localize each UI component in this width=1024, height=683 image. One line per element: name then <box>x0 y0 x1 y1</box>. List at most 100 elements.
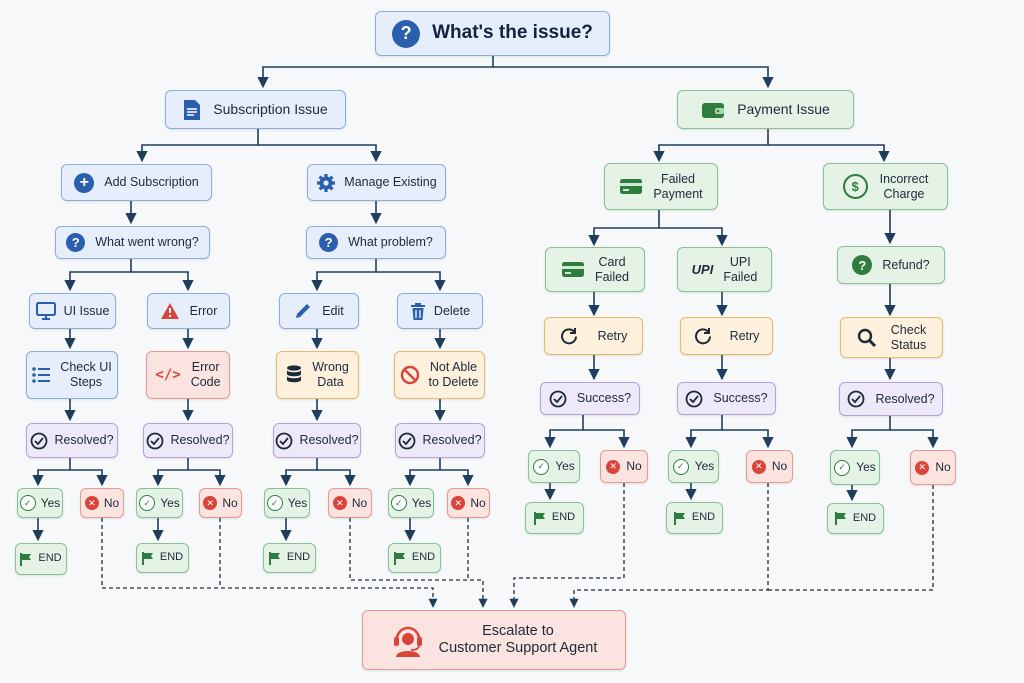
payment-issue-label: Payment Issue <box>737 101 830 118</box>
card-end-label: END <box>551 511 576 524</box>
error-resolved-label: Resolved? <box>170 433 230 447</box>
upi-yes-node: ✓ Yes <box>668 450 719 483</box>
upi-success-check-node: Success? <box>677 382 776 415</box>
charge-end-node: END <box>827 503 884 534</box>
edit-end-node: END <box>263 543 316 573</box>
escalate-label: Escalate to Customer Support Agent <box>438 622 598 656</box>
x-circle-icon: ✕ <box>203 496 218 510</box>
incorrect-charge-node: $ Incorrect Charge <box>823 163 948 210</box>
magnifier-icon <box>857 328 877 348</box>
upi-retry-node: Retry <box>680 317 773 355</box>
headset-agent-icon <box>391 623 425 657</box>
charge-resolved-check-node: Resolved? <box>839 382 943 416</box>
manage-existing-node: Manage Existing <box>307 164 446 201</box>
question-icon: ? <box>66 233 86 252</box>
upi-yes-label: Yes <box>694 459 715 474</box>
delete-yes-label: Yes <box>411 495 432 510</box>
error-code-node: </> Error Code <box>146 351 230 399</box>
check-circle-icon: ✓ <box>834 459 851 476</box>
warning-icon <box>160 302 180 320</box>
failed-payment-label: Failed Payment <box>653 171 703 201</box>
delete-no-node: ✕ No <box>447 488 490 518</box>
check-ui-steps-label: Check UI Steps <box>60 360 112 389</box>
check-circle-icon <box>398 432 416 450</box>
x-circle-icon: ✕ <box>606 459 621 474</box>
document-icon <box>183 99 201 121</box>
charge-no-label: No <box>935 460 951 475</box>
upi-failed-label: UPI Failed <box>723 254 758 284</box>
delete-end-label: END <box>411 551 436 564</box>
upi-no-node: ✕ No <box>746 450 793 483</box>
question-icon: ? <box>392 19 421 48</box>
incorrect-charge-label: Incorrect Charge <box>879 171 929 201</box>
card-success-check-node: Success? <box>540 382 640 415</box>
edit-resolved-label: Resolved? <box>299 433 359 447</box>
what-problem-label: What problem? <box>348 235 433 249</box>
upi-failed-node: UPI UPI Failed <box>677 247 772 292</box>
x-circle-icon: ✕ <box>332 496 347 510</box>
flag-icon <box>393 551 406 565</box>
error-node: Error <box>147 293 230 329</box>
ui-end-node: END <box>15 543 67 575</box>
error-resolved-check-node: Resolved? <box>143 423 233 458</box>
code-icon: </> <box>155 367 181 383</box>
check-circle-icon <box>549 390 567 408</box>
list-icon <box>32 367 51 383</box>
trash-icon <box>410 302 426 321</box>
edit-resolved-check-node: Resolved? <box>273 423 361 458</box>
upi-retry-label: Retry <box>729 328 760 343</box>
error-end-label: END <box>159 551 184 564</box>
check-circle-icon <box>30 432 48 450</box>
check-circle-icon: ✓ <box>19 495 36 511</box>
x-circle-icon: ✕ <box>751 459 766 474</box>
check-circle-icon: ✓ <box>533 458 550 475</box>
pencil-icon <box>294 302 312 320</box>
card-retry-node: Retry <box>544 317 643 355</box>
retry-icon <box>560 327 578 345</box>
ui-issue-node: UI Issue <box>29 293 116 329</box>
error-no-label: No <box>222 495 238 510</box>
x-circle-icon: ✕ <box>84 496 99 510</box>
check-circle-icon: ✓ <box>672 458 689 475</box>
ui-resolved-label: Resolved? <box>54 433 114 447</box>
flag-icon <box>268 551 281 565</box>
card-no-label: No <box>626 459 642 474</box>
upi-end-label: END <box>691 511 716 524</box>
card-yes-label: Yes <box>555 459 575 474</box>
upi-success-label: Success? <box>713 391 768 405</box>
ui-yes-label: Yes <box>40 495 61 510</box>
database-icon <box>286 365 302 385</box>
error-end-node: END <box>136 543 189 573</box>
refund-label: Refund? <box>882 257 930 272</box>
dollar-icon: $ <box>842 174 868 199</box>
question-icon: ? <box>319 233 339 252</box>
check-circle-icon: ✓ <box>266 495 283 511</box>
edit-yes-node: ✓ Yes <box>264 488 310 518</box>
root-question-node: ? What's the issue? <box>375 11 610 56</box>
check-circle-icon <box>685 390 703 408</box>
check-circle-icon <box>847 390 865 408</box>
check-status-label: Check Status <box>890 322 927 352</box>
check-ui-steps-node: Check UI Steps <box>26 351 118 399</box>
delete-label: Delete <box>433 303 471 318</box>
ui-no-node: ✕ No <box>80 488 124 518</box>
monitor-icon <box>35 302 56 320</box>
error-label: Error <box>189 303 218 318</box>
card-retry-label: Retry <box>597 328 628 343</box>
flag-icon <box>141 551 154 565</box>
prohibited-icon <box>400 365 420 385</box>
wrong-data-node: Wrong Data <box>276 351 359 399</box>
edit-yes-label: Yes <box>287 495 308 510</box>
delete-resolved-label: Resolved? <box>422 433 482 447</box>
error-no-node: ✕ No <box>199 488 242 518</box>
card-yes-node: ✓ Yes <box>528 450 580 483</box>
plus-icon: + <box>74 172 95 193</box>
gear-icon <box>316 173 336 193</box>
charge-resolved-label: Resolved? <box>875 391 935 406</box>
ui-resolved-check-node: Resolved? <box>26 423 118 458</box>
charge-yes-node: ✓ Yes <box>830 450 880 485</box>
flag-icon <box>834 512 847 525</box>
escalate-node: Escalate to Customer Support Agent <box>362 610 626 670</box>
edit-no-node: ✕ No <box>328 488 372 518</box>
